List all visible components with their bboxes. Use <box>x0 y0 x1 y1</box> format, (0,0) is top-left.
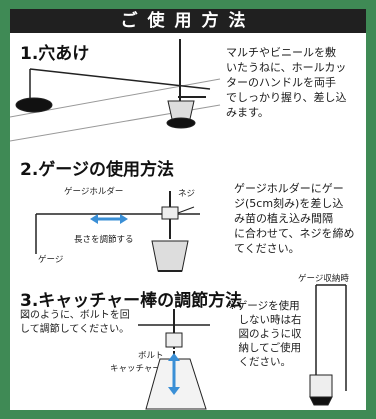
storage-note: ※ゲージを使用 しない時は右 図のように収 納してご使用 ください。 <box>228 300 302 368</box>
instruction-sheet: ご使用方法 1.穴あけ マルチやビニールを敷 いたうねに、ホールカッ ターのハン… <box>10 9 366 410</box>
illustrations <box>10 39 347 410</box>
section-1-illustration <box>10 39 221 142</box>
section-2-text: ゲージホルダーにゲー ジ(5cm刻み)を差し込 み苗の植え込み間隔 に合わせて、… <box>234 182 355 255</box>
catcher-rod-label: キャッチャー棒 <box>110 364 170 374</box>
screw-label: ネジ <box>178 189 196 199</box>
gauge-label: ゲージ <box>38 255 64 265</box>
section-3-text: 図のように、ボルトを回 して調節してください。 <box>20 310 130 335</box>
gauge-storage-title: ゲージ収納時 <box>298 274 349 284</box>
gauge-holder-label: ゲージホルダー <box>64 187 124 197</box>
section-3-illustration <box>138 309 210 410</box>
page-title: ご使用方法 <box>10 9 366 33</box>
bolt-label: ボルト <box>138 351 164 361</box>
adjust-length-label: 長さを調節する <box>74 235 134 245</box>
section-2-title: 2.ゲージの使用方法 <box>20 160 174 180</box>
section-2-illustration <box>35 191 200 272</box>
section-1-title: 1.穴あけ <box>20 44 90 64</box>
section-1-text: マルチやビニールを敷 いたうねに、ホールカッ ターのハンドルを両手 でしっかり握… <box>226 46 347 119</box>
section-3-title: 3.キャッチャー棒の調節方法 <box>20 291 243 311</box>
gauge-storage-illustration <box>309 284 347 406</box>
